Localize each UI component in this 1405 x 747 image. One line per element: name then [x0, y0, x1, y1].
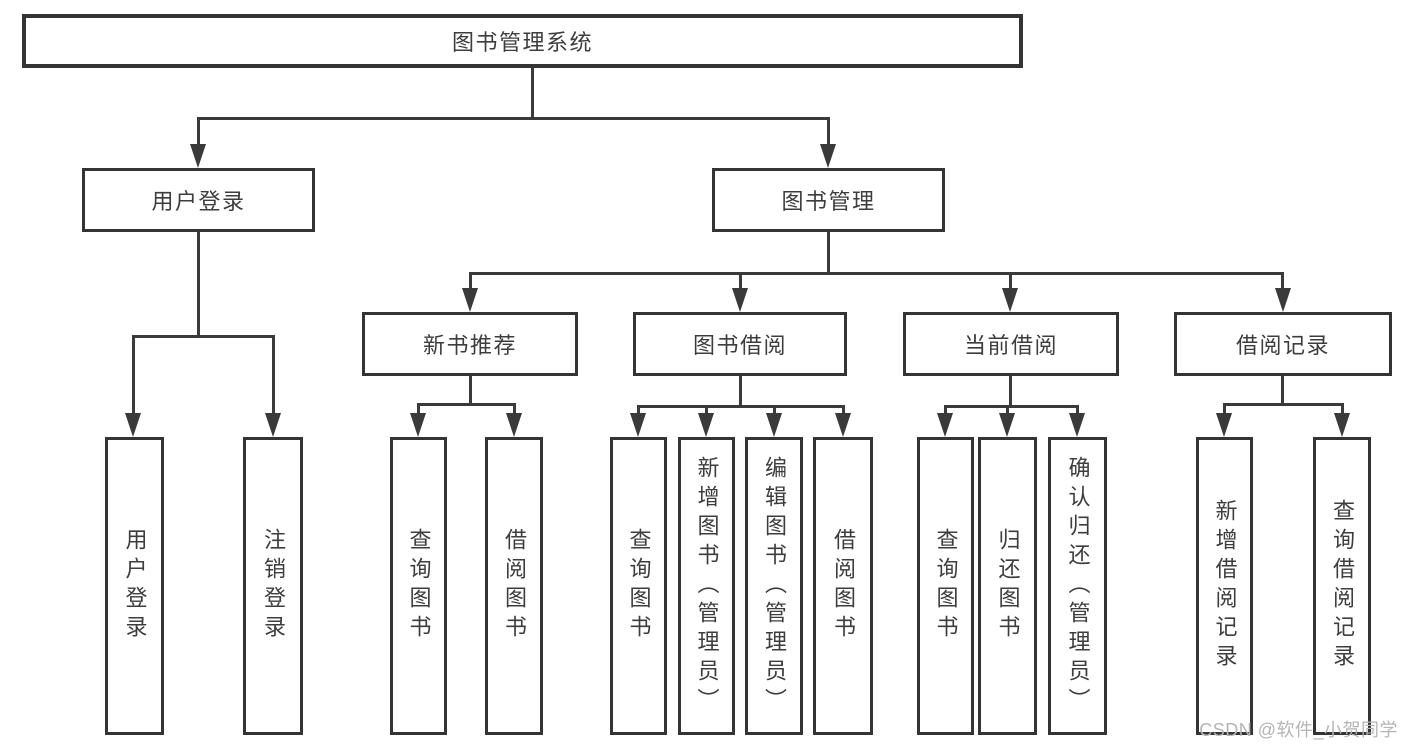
connector-line [197, 117, 200, 147]
node-label: 查询借阅记录 [1330, 499, 1355, 673]
connector-line [272, 335, 275, 415]
node-label: 图书管理 [781, 189, 876, 214]
node-logout: 注销登录 [243, 437, 303, 735]
node-root: 图书管理系统 [22, 14, 1023, 68]
connector-line [827, 117, 830, 147]
arrow-down-icon [835, 413, 851, 437]
node-borrow-books-2: 借阅图书 [813, 437, 873, 735]
node-book-management: 图书管理 [712, 168, 945, 232]
connector-line [417, 403, 420, 415]
node-label: 查询图书 [933, 528, 959, 644]
connector-line [637, 405, 640, 415]
arrow-down-icon [1334, 413, 1350, 437]
arrow-down-icon [506, 413, 522, 437]
arrow-down-icon [766, 413, 782, 437]
connector-line [1009, 376, 1012, 407]
node-query-books-3: 查询图书 [917, 437, 974, 735]
arrow-down-icon [732, 288, 748, 312]
node-current-borrowing: 当前借阅 [903, 312, 1119, 376]
node-borrow-books-1: 借阅图书 [485, 437, 543, 735]
arrow-down-icon [190, 144, 206, 168]
connector-line [132, 335, 135, 415]
node-add-books-admin: 新增图书（管理员） [678, 437, 735, 735]
connector-line [132, 335, 275, 338]
node-label: 当前借阅 [963, 333, 1058, 358]
connector-line [705, 405, 708, 415]
node-new-book-recommend: 新书推荐 [362, 312, 578, 376]
arrow-down-icon [1069, 413, 1085, 437]
connector-line [513, 403, 516, 415]
node-book-borrowing: 图书借阅 [633, 312, 847, 376]
node-label: 新书推荐 [422, 333, 517, 358]
connector-line [1281, 272, 1284, 290]
node-query-books-1: 查询图书 [390, 437, 447, 735]
node-label: 图书管理系统 [451, 30, 593, 55]
arrow-down-icon [999, 413, 1015, 437]
node-label: 图书借阅 [692, 333, 787, 358]
connector-line [1223, 403, 1226, 415]
node-label: 查询图书 [626, 528, 652, 644]
connector-line [842, 405, 845, 415]
connector-line [827, 232, 830, 274]
node-label: 确认归还（管理员） [1065, 455, 1091, 717]
node-edit-books-admin: 编辑图书（管理员） [745, 437, 803, 735]
connector-line [197, 232, 200, 337]
node-confirm-return-admin: 确认归还（管理员） [1048, 437, 1107, 735]
arrow-down-icon [820, 144, 836, 168]
connector-line [739, 272, 742, 290]
arrow-down-icon [698, 413, 714, 437]
node-label: 注销登录 [261, 528, 286, 644]
connector-line [1009, 272, 1012, 290]
node-label: 新增图书（管理员） [694, 455, 720, 717]
node-label: 用户登录 [122, 528, 148, 644]
connector-line [773, 405, 776, 415]
node-user-login: 用户登录 [82, 168, 315, 232]
arrow-down-icon [462, 288, 478, 312]
node-label: 查询图书 [406, 528, 432, 644]
node-label: 归还图书 [995, 528, 1021, 644]
connector-line [531, 68, 534, 120]
arrow-down-icon [410, 413, 426, 437]
arrow-down-icon [125, 413, 141, 437]
connector-line [1006, 405, 1009, 415]
node-borrowing-records: 借阅记录 [1174, 312, 1392, 376]
watermark: CSDN @软件_小贺同学 [1199, 720, 1398, 740]
arrow-down-icon [937, 413, 953, 437]
connector-line [1281, 376, 1284, 405]
node-label: 借阅记录 [1235, 333, 1330, 358]
connector-line [1076, 405, 1079, 415]
node-label: 借阅图书 [831, 528, 856, 644]
node-label: 编辑图书（管理员） [762, 455, 787, 717]
connector-line [944, 405, 947, 415]
node-label: 借阅图书 [502, 528, 527, 644]
node-user-login-leaf: 用户登录 [105, 437, 164, 735]
connector-line [944, 405, 1079, 408]
arrow-down-icon [1275, 288, 1291, 312]
node-label: 新增借阅记录 [1212, 499, 1238, 673]
node-query-books-2: 查询图书 [610, 437, 667, 735]
connector-line [739, 376, 742, 407]
connector-line [637, 405, 845, 408]
arrow-down-icon [1216, 413, 1232, 437]
node-label: 用户登录 [151, 189, 246, 214]
node-query-borrow-record: 查询借阅记录 [1313, 437, 1371, 735]
connector-line [469, 272, 1284, 275]
connector-line [1223, 403, 1344, 406]
connector-line [1341, 403, 1344, 415]
arrow-down-icon [630, 413, 646, 437]
connector-line [469, 272, 472, 290]
connector-line [469, 376, 472, 405]
connector-line [417, 403, 516, 406]
connector-line [197, 117, 830, 120]
arrow-down-icon [265, 413, 281, 437]
arrow-down-icon [1002, 288, 1018, 312]
node-add-borrow-record: 新增借阅记录 [1196, 437, 1253, 735]
node-return-books: 归还图书 [978, 437, 1037, 735]
